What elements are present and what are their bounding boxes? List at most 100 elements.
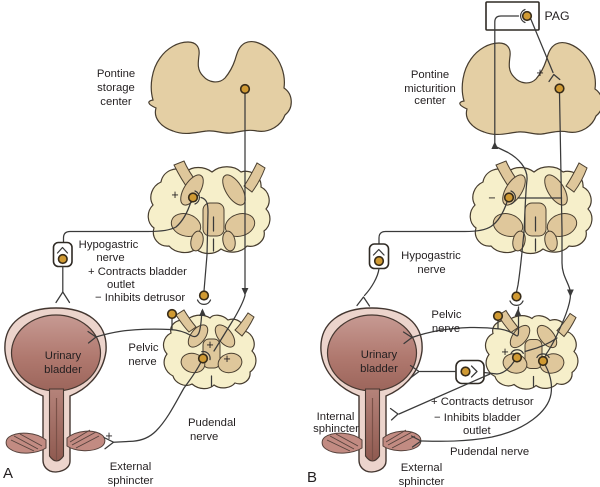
plus-sign: + xyxy=(105,429,112,443)
neuron-sympathetic-preganglionic-b xyxy=(503,192,515,203)
svg-text:− Inhibits bladder: − Inhibits bladder xyxy=(434,412,521,424)
synapse-cup xyxy=(201,350,211,361)
svg-text:nerve: nerve xyxy=(417,264,445,276)
svg-text:Hypogastric: Hypogastric xyxy=(79,239,139,251)
urinary-bladder-label-b: Urinary bladder xyxy=(360,349,398,375)
neuron-parasympathetic-preganglionic-b xyxy=(511,352,523,363)
svg-text:Internal: Internal xyxy=(317,411,355,423)
nerve-ending-fork xyxy=(410,435,422,448)
svg-text:External: External xyxy=(401,462,442,474)
svg-text:outlet: outlet xyxy=(463,425,491,437)
svg-text:nerve: nerve xyxy=(190,431,218,443)
panel-a: + + + + Pontine storage center Hypogastr… xyxy=(3,40,292,487)
preganglionic-ending-caret xyxy=(372,248,385,256)
pelvic-nerve-label-b: Pelvic nerve xyxy=(431,309,461,335)
ascending-to-pag xyxy=(494,15,520,146)
hypogastric-nerve-label-b: Hypogastric nerve xyxy=(401,250,461,276)
svg-text:Pelvic: Pelvic xyxy=(128,342,158,354)
internal-sphincter-branch xyxy=(398,373,491,415)
svg-text:Pudendal: Pudendal xyxy=(188,417,236,429)
nerve-ending-fork xyxy=(356,296,371,307)
neuron-pag xyxy=(521,10,533,22)
pudendal-nerve-label-b: Pudendal nerve xyxy=(450,446,529,458)
nerve-ending-fork xyxy=(103,436,115,450)
descending-pathway-a xyxy=(213,92,246,352)
cord-thoracolumbar-a xyxy=(147,160,271,255)
urinary-bladder-label-a: Urinary bladder xyxy=(44,350,82,376)
parasympathetic-efferent-b xyxy=(483,360,515,375)
neuron-hypogastric-ganglion-b xyxy=(373,255,385,267)
svg-text:Pelvic: Pelvic xyxy=(431,309,461,321)
svg-text:nerve: nerve xyxy=(432,323,460,335)
svg-text:External: External xyxy=(110,461,151,473)
svg-text:Urinary: Urinary xyxy=(45,350,82,362)
ascending-relay-b xyxy=(494,145,528,293)
internal-sphincter-label-b: Internal sphincter xyxy=(313,411,359,435)
svg-text:+ Contracts detrusor: + Contracts detrusor xyxy=(431,396,534,408)
pelvic-nerve-label-a: Pelvic nerve xyxy=(128,342,159,368)
synapse-cup xyxy=(536,353,550,359)
ascending-relay-a xyxy=(200,196,209,292)
nerve-ending-fork xyxy=(409,364,420,379)
minus-sign: − xyxy=(488,191,495,205)
bladder-a xyxy=(4,307,107,473)
panel-letter-b: B xyxy=(307,469,317,486)
pelvic-afferent-a xyxy=(95,310,203,338)
plus-sign: + xyxy=(536,66,543,80)
arrowhead-up-icon xyxy=(199,308,206,316)
svg-text:sphincter: sphincter xyxy=(108,475,154,487)
nerve-ending-fork xyxy=(87,330,97,344)
pudendal-pathway-b xyxy=(420,364,553,442)
nerve-ending-fork xyxy=(389,407,399,421)
pudendal-nerve-label-a: Pudendal nerve xyxy=(188,417,236,443)
svg-text:center: center xyxy=(414,95,446,107)
pelvic-caption-b: + Contracts detrusor − Inhibits bladder … xyxy=(431,396,534,437)
external-sphincter-label-b: External sphincter xyxy=(399,462,445,487)
neuron-hypogastric-ganglion-a xyxy=(57,253,68,265)
nerve-ending-fork xyxy=(402,331,413,345)
svg-text:Hypogastric: Hypogastric xyxy=(401,250,461,262)
hypogastric-pathway-b xyxy=(378,201,508,245)
svg-text:nerve: nerve xyxy=(128,356,156,368)
panel-letter-a: A xyxy=(3,465,13,482)
synapse-cup xyxy=(519,8,526,24)
hypogastric-caption-a: + Contracts bladder outlet − Inhibits de… xyxy=(88,266,187,304)
svg-text:sphincter: sphincter xyxy=(399,476,445,487)
arrowhead-down-icon xyxy=(567,289,574,297)
synapse-cup xyxy=(194,190,201,205)
descending-pathway-b xyxy=(544,92,572,356)
pudendal-pathway-a xyxy=(112,362,202,443)
ascending-pathway-b xyxy=(411,306,520,339)
neuron-relay-a xyxy=(198,290,210,301)
plus-sign: + xyxy=(206,338,213,352)
svg-text:storage: storage xyxy=(97,82,135,94)
svg-text:+ Contracts bladder: + Contracts bladder xyxy=(88,266,187,278)
svg-text:Pontine: Pontine xyxy=(411,69,449,81)
plus-sign: + xyxy=(171,188,178,202)
nerve-ending-fork xyxy=(548,73,561,83)
neuron-pelvic-ganglion-b xyxy=(460,366,471,377)
preganglionic-ending-caret xyxy=(470,365,478,378)
nerve-ending-fork xyxy=(55,291,71,304)
postganglionic-axon-b xyxy=(363,267,380,297)
neuron-sensory-soma-a xyxy=(166,308,178,320)
svg-text:− Inhibits detrusor: − Inhibits detrusor xyxy=(95,292,185,304)
synapse-cup xyxy=(510,190,517,205)
neuron-pudendal-motoneuron-a xyxy=(197,353,209,364)
bladder-b xyxy=(320,307,423,473)
neuron-sensory-soma-b xyxy=(492,310,504,322)
svg-text:micturition: micturition xyxy=(404,83,455,95)
synapse-cup xyxy=(196,299,212,306)
descending-branch-parasympathetic xyxy=(524,337,558,353)
pons-a xyxy=(148,40,292,135)
neuron-sympathetic-preganglionic-a xyxy=(187,192,199,203)
pag-efferent xyxy=(530,18,554,74)
neuron-pontine-storage xyxy=(239,83,251,95)
hypogastric-nerve-label-a: Hypogastric nerve xyxy=(79,239,139,264)
svg-text:nerve: nerve xyxy=(96,252,124,264)
svg-text:center: center xyxy=(100,96,132,108)
synapse-cup xyxy=(510,349,524,355)
neuron-pontine-micturition xyxy=(554,83,565,94)
